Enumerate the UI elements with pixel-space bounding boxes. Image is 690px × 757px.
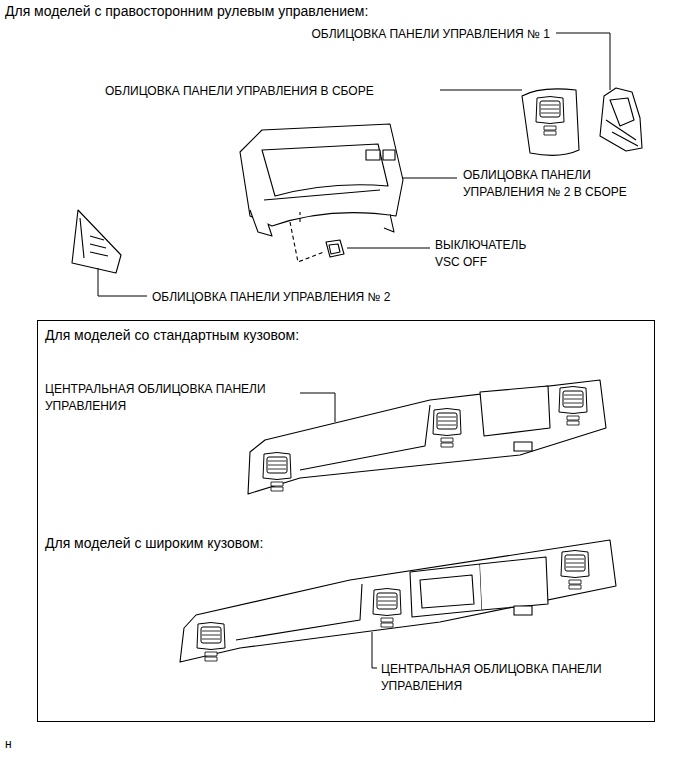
wide-center-trim-drawing — [180, 540, 616, 662]
figure-code: н — [5, 736, 12, 753]
cluster-trim-drawing — [240, 124, 403, 262]
variant-heading: Для моделей с широким кузовом: — [45, 535, 263, 552]
part-name: ОБЛИЦОВКА ПАНЕЛИ УПРАВЛЕНИЯ № 2 В СБОРЕ — [463, 167, 663, 201]
part-name: ЦЕНТРАЛЬНАЯ ОБЛИЦОВКА ПАНЕЛИ УПРАВЛЕНИЯ — [381, 661, 646, 695]
leader-lines — [98, 33, 610, 668]
vent-assembly-drawing — [522, 89, 579, 156]
part-name: ОБЛИЦОВКА ПАНЕЛИ УПРАВЛЕНИЯ В СБОРЕ — [105, 83, 374, 100]
part-name: ВЫКЛЮЧАТЕЛЬ VSC OFF — [435, 237, 545, 271]
variant-box: Для моделей со стандартным кузовом: ЦЕНТР… — [37, 320, 655, 722]
trim-no1-drawing — [600, 88, 642, 151]
variant-heading: Для моделей со стандартным кузовом: — [45, 327, 299, 344]
standard-center-trim-drawing — [248, 380, 606, 494]
trim-no2-drawing — [72, 210, 121, 273]
part-name: ЦЕНТРАЛЬНАЯ ОБЛИЦОВКА ПАНЕЛИ УПРАВЛЕНИЯ — [45, 381, 310, 415]
part-name: ОБЛИЦОВКА ПАНЕЛИ УПРАВЛЕНИЯ № 2 — [152, 289, 391, 306]
section-heading: Для моделей с правосторонним рулевым упр… — [5, 3, 368, 20]
part-name: ОБЛИЦОВКА ПАНЕЛИ УПРАВЛЕНИЯ № 1 — [312, 26, 551, 43]
vsc-switch-drawing — [326, 240, 344, 257]
